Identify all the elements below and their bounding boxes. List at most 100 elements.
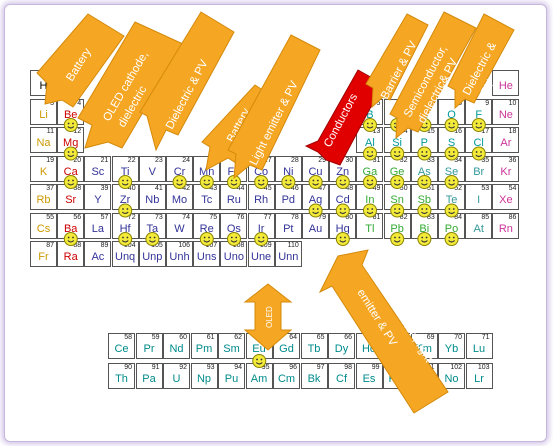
atomic-number: 53 — [481, 185, 490, 192]
element-symbol: Ti — [120, 165, 130, 178]
element-symbol: Tm — [416, 343, 432, 355]
atomic-number: 91 — [151, 364, 160, 371]
atomic-number: 37 — [46, 185, 54, 192]
atomic-number: 63 — [261, 334, 270, 341]
element-symbol: C — [393, 108, 402, 121]
atomic-number: 40 — [127, 185, 136, 192]
element-symbol: Ac — [91, 251, 105, 263]
element-symbol: La — [91, 222, 105, 235]
atomic-number: 51 — [427, 185, 435, 192]
atomic-number: 34 — [454, 156, 462, 164]
element-symbol: Cf — [336, 373, 347, 385]
atomic-number: 77 — [263, 213, 272, 221]
atomic-number: 50 — [399, 185, 408, 192]
atomic-number: 12 — [73, 128, 82, 135]
element-symbol: Pt — [283, 222, 294, 235]
element-symbol: Y — [94, 194, 102, 206]
atomic-number: 110 — [287, 242, 299, 249]
element-symbol: Cm — [277, 373, 296, 385]
atomic-number: 79 — [318, 213, 326, 221]
element-symbol: Kr — [500, 165, 512, 178]
element-symbol: Ho — [361, 343, 377, 355]
element-symbol: Be — [63, 108, 78, 121]
atomic-number: 11 — [46, 128, 54, 135]
atomic-number: 86 — [508, 213, 517, 221]
element-symbol: Tc — [201, 194, 213, 206]
atomic-number: 55 — [46, 213, 54, 221]
element-symbol: Eu — [252, 343, 266, 355]
atomic-number: 72 — [127, 213, 136, 221]
atomic-number: 78 — [291, 213, 299, 221]
atomic-number: 36 — [508, 156, 517, 164]
element-symbol: Uns — [196, 251, 217, 263]
element-symbol: Cs — [36, 222, 51, 235]
atomic-number: 102 — [450, 364, 462, 371]
atomic-number: 17 — [481, 128, 490, 135]
atomic-number: 24 — [182, 156, 190, 164]
atomic-number: 39 — [100, 185, 109, 192]
element-symbol: Fe — [227, 165, 241, 178]
element-symbol: Unn — [278, 251, 299, 263]
element-symbol: Cu — [308, 165, 323, 178]
atomic-number: 31 — [372, 156, 381, 164]
atomic-number: 83 — [427, 213, 435, 221]
atomic-number: 47 — [318, 185, 326, 192]
element-symbol: Co — [254, 165, 269, 178]
atomic-number: 41 — [155, 185, 163, 192]
element-symbol: I — [477, 194, 481, 206]
atomic-number: 6 — [403, 99, 408, 107]
element-symbol: Te — [445, 194, 458, 206]
element-symbol: Pu — [224, 373, 239, 385]
atomic-number: 99 — [371, 364, 380, 371]
atomic-number: 67 — [371, 334, 380, 341]
element-symbol: Hf — [119, 222, 131, 235]
atomic-number: 65 — [316, 334, 325, 341]
element-symbol: Li — [39, 108, 48, 121]
element-symbol: Se — [444, 165, 459, 178]
element-symbol: Mo — [171, 194, 188, 206]
atomic-number: 108 — [232, 242, 245, 249]
element-symbol: Rh — [254, 194, 269, 206]
element-symbol: Unq — [115, 251, 136, 263]
atomic-number: 100 — [395, 364, 407, 371]
element-symbol: Re — [199, 222, 214, 235]
atomic-number: 3 — [50, 99, 54, 107]
atomic-number: 5 — [376, 99, 381, 107]
atomic-number: 90 — [124, 364, 132, 371]
element-symbol: Ra — [63, 251, 78, 263]
atomic-number: 81 — [372, 213, 381, 221]
